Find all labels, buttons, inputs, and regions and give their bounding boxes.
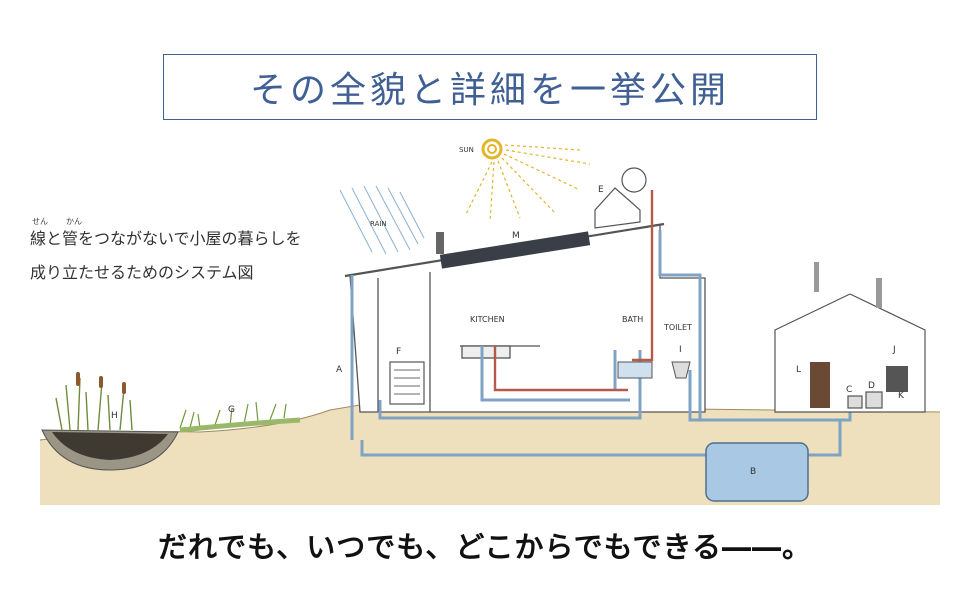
label-toilet: TOILET [663, 323, 692, 332]
label-c: C [846, 385, 852, 395]
note-line-2: 成り立たせるためのシステム図 [30, 263, 254, 282]
label-f: F [396, 347, 401, 357]
label-a: A [336, 365, 343, 375]
label-bath: BATH [622, 315, 643, 324]
label-h: H [111, 411, 118, 421]
label-e: E [598, 185, 604, 195]
label-g: G [228, 405, 235, 415]
sun-icon [465, 138, 591, 223]
rain-lines [339, 185, 425, 255]
wetland-plants [179, 401, 301, 433]
label-j: J [892, 345, 896, 355]
label-m: M [512, 231, 520, 241]
ruby-sen: せん [32, 217, 48, 226]
label-sun: SUN [459, 146, 474, 154]
biotope-pond [41, 372, 179, 471]
label-rain: RAIN [370, 220, 387, 228]
label-d: D [868, 381, 875, 391]
title-box: その全貌と詳細を一挙公開 [163, 54, 817, 120]
page-title: その全貌と詳細を一挙公開 [249, 70, 730, 111]
label-i: I [679, 345, 682, 355]
heat-exchanger [389, 361, 425, 405]
system-diagram-note: せん かん 線と管をつながないで小屋の暮らしを 成り立たせるためのシステム図 [30, 218, 330, 290]
hot-water-pipe [493, 190, 654, 392]
solar-water-heater [594, 167, 647, 229]
water-tank [705, 442, 809, 502]
tagline: だれでも、いつでも、どこからでもできる――。 [158, 530, 812, 564]
bath-fixtures [617, 361, 691, 379]
label-l: L [796, 365, 801, 375]
shed [774, 262, 926, 413]
ruby-kan: かん [66, 217, 82, 226]
label-kitchen: KITCHEN [470, 315, 505, 324]
label-k: K [898, 391, 905, 401]
note-line-1: 線と管をつながないで小屋の暮らしを [30, 229, 302, 248]
label-b: B [750, 467, 756, 477]
